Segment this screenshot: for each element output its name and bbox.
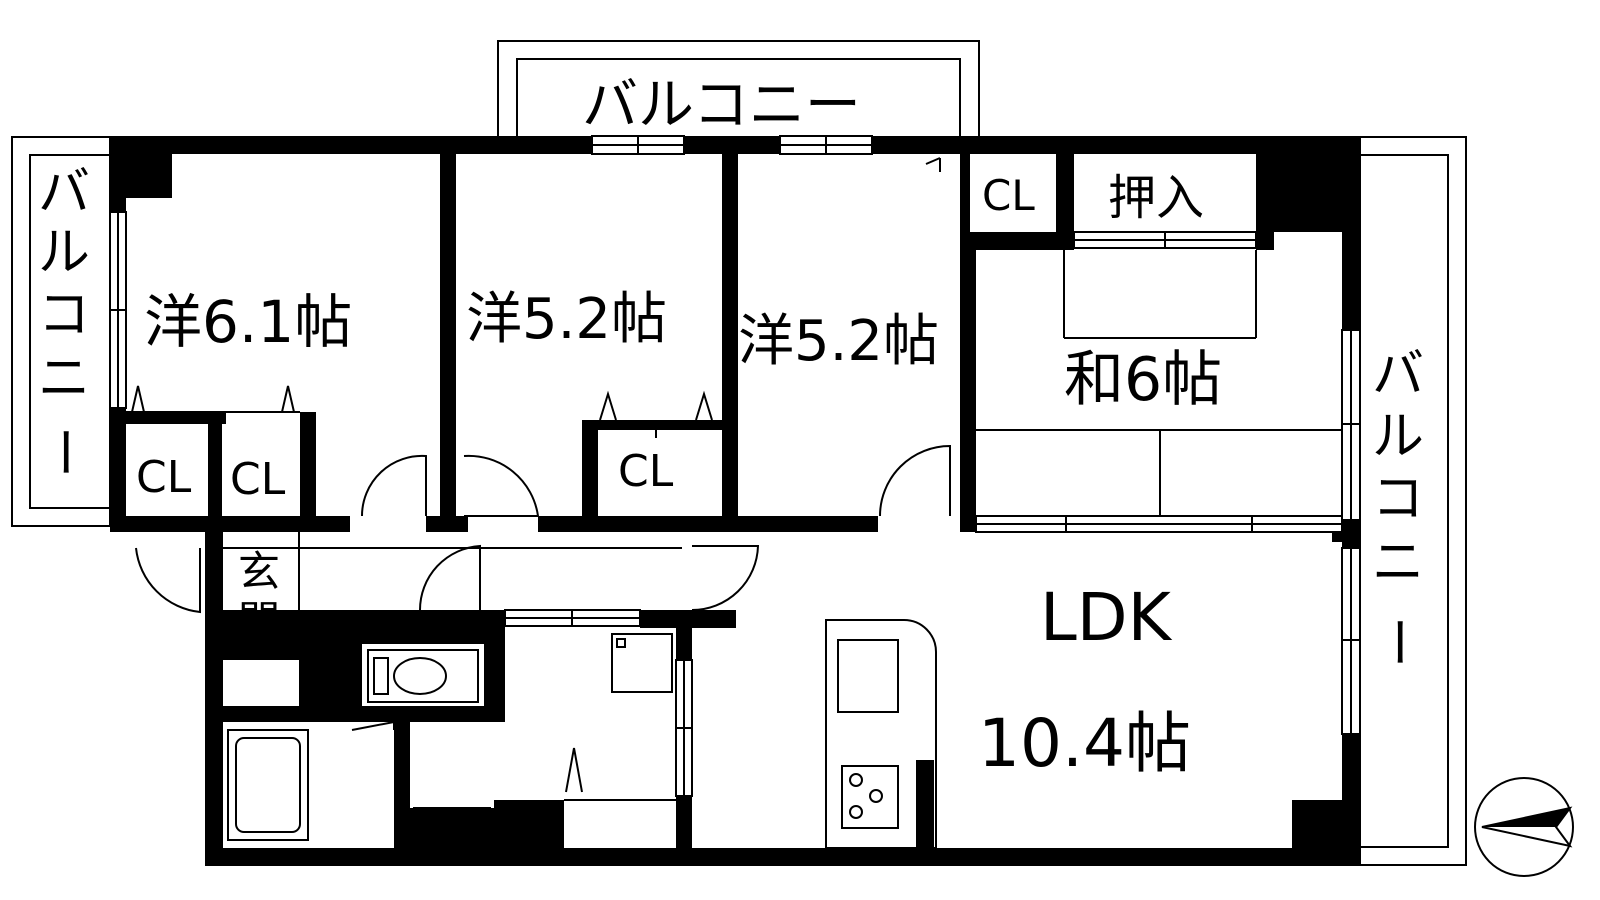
north-arrow-icon — [1474, 777, 1574, 877]
room-label-japanese: 和6帖 — [1064, 345, 1222, 415]
balcony-label-top: バルコニー — [582, 73, 861, 138]
room-label-western-1: 洋6.1帖 — [144, 288, 352, 356]
room-label-western-2: 洋5.2帖 — [466, 287, 667, 352]
balcony-label-right-5: ー — [1367, 616, 1427, 668]
balcony-label-right-1: バ — [1372, 345, 1424, 405]
balcony-label-left-2: ル — [38, 223, 90, 283]
room-labels: 洋6.1帖 洋5.2帖 洋5.2帖 和6帖 LDK 10.4帖 CL CL CL… — [33, 73, 1427, 782]
balcony-label-left-5: ー — [33, 426, 93, 478]
oshiire-label: 押入 — [1108, 170, 1204, 226]
closet-label-2: CL — [230, 454, 286, 505]
balcony-label-right-3: コ — [1372, 469, 1424, 529]
room-label-western-3: 洋5.2帖 — [738, 309, 939, 374]
closet-label-1: CL — [136, 452, 192, 503]
balcony-label-left-4: ニ — [38, 349, 90, 409]
closet-label-4: CL — [982, 171, 1035, 220]
fixtures — [109, 135, 1361, 849]
balcony-label-right-4: ニ — [1372, 533, 1424, 593]
entrance-label-line2: 関 — [238, 597, 280, 646]
entrance-label-line1: 玄 — [238, 547, 280, 596]
balcony-label-right-2: ル — [1372, 407, 1424, 467]
closet-label-3: CL — [618, 446, 674, 497]
room-label-ldk-name: LDK — [1040, 579, 1173, 656]
balcony-label-left-1: バ — [38, 163, 90, 223]
room-label-ldk-size: 10.4帖 — [978, 705, 1191, 782]
balcony-label-left-3: コ — [38, 285, 90, 345]
